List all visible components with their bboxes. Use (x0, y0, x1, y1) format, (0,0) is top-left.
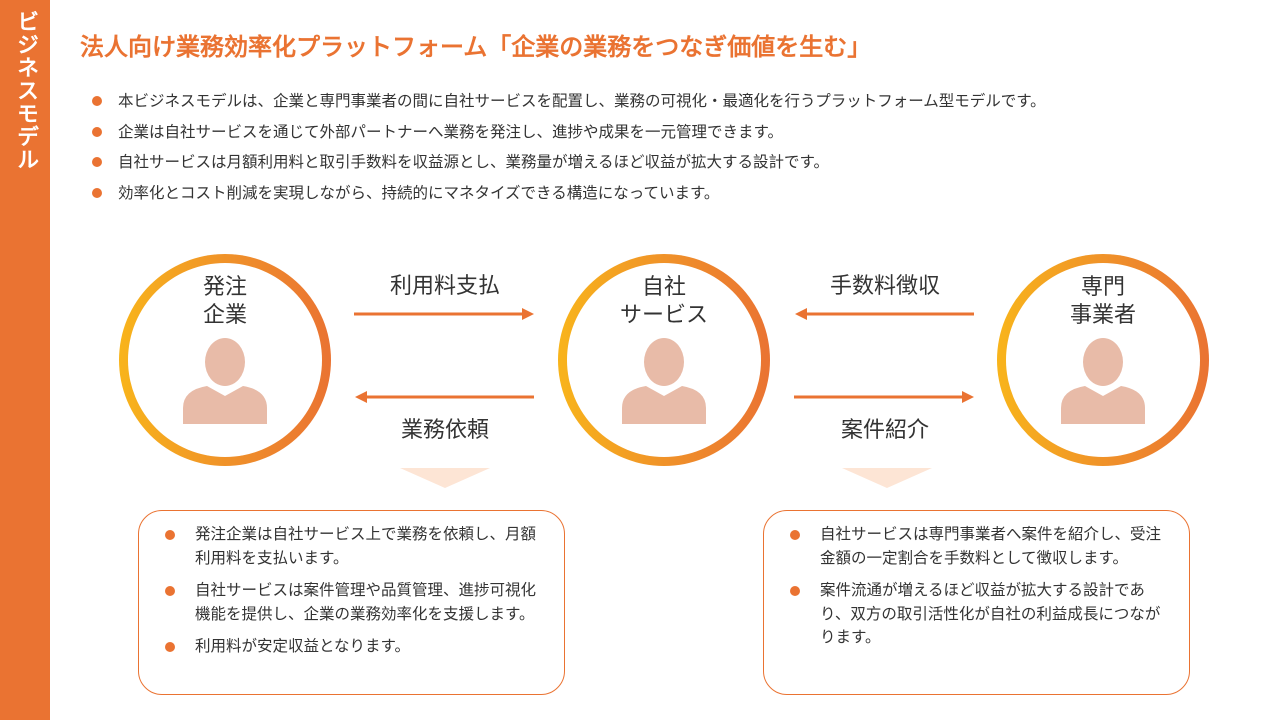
summary-item: 本ビジネスモデルは、企業と専門事業者の間に自社サービスを配置し、業務の可視化・最… (92, 86, 1046, 117)
client-callout: 発注企業は自社サービス上で業務を依頼し、月額利用料を支払います。 自社サービスは… (138, 510, 565, 695)
bullet-dot (790, 586, 800, 596)
callout-item: 案件流通が増えるほど収益が拡大する設計であり、双方の取引活性化が自社の利益成長に… (790, 579, 1170, 650)
callout-text: 自社サービスは専門事業者へ案件を紹介し、受注金額の一定割合を手数料として徴収しま… (820, 525, 1162, 567)
summary-text: 効率化とコスト削減を実現しながら、持続的にマネタイズできる構造になっています。 (118, 183, 720, 202)
summary-list: 本ビジネスモデルは、企業と専門事業者の間に自社サービスを配置し、業務の可視化・最… (92, 86, 1046, 208)
platform-node: 自社 サービス (558, 254, 770, 466)
arrow-left-icon (355, 391, 534, 403)
bullet-dot (790, 530, 800, 540)
arrow-right-icon (794, 391, 974, 403)
referral-label: 案件紹介 (840, 418, 929, 443)
client-label: 発注 企業 (202, 275, 247, 328)
callout-text: 発注企業は自社サービス上で業務を依頼し、月額利用料を支払います。 (195, 525, 537, 567)
bullet-dot (165, 530, 175, 540)
pointer-down-icon (842, 468, 932, 488)
person-icon (183, 338, 267, 424)
bullet-dot (92, 187, 102, 198)
provider-node: 専門 事業者 (997, 254, 1209, 466)
work-request-label: 業務依頼 (400, 418, 489, 443)
callout-item: 自社サービスは専門事業者へ案件を紹介し、受注金額の一定割合を手数料として徴収しま… (790, 523, 1170, 570)
pointer-down-icon (400, 468, 490, 488)
arrow-left-icon (795, 308, 974, 320)
bullet-dot (165, 642, 175, 652)
callout-item: 自社サービスは案件管理や品質管理、進捗可視化機能を提供し、企業の業務効率化を支援… (165, 579, 545, 626)
callout-text: 利用料が安定収益となります。 (195, 637, 410, 655)
callout-text: 自社サービスは案件管理や品質管理、進捗可視化機能を提供し、企業の業務効率化を支援… (195, 581, 537, 623)
person-icon (622, 338, 706, 424)
platform-label: 自社 サービス (619, 275, 708, 328)
arrow-right-icon (354, 308, 534, 320)
callout-item: 利用料が安定収益となります。 (165, 635, 545, 659)
usage-fee-label: 利用料支払 (389, 274, 500, 299)
page-title: 法人向け業務効率化プラットフォーム「企業の業務をつなぎ価値を生む」 (80, 33, 872, 61)
summary-item: 自社サービスは月額利用料と取引手数料を収益源とし、業務量が増えるほど収益が拡大す… (92, 147, 1046, 178)
summary-item: 企業は自社サービスを通じて外部パートナーへ業務を発注し、進捗や成果を一元管理でき… (92, 117, 1046, 148)
summary-text: 企業は自社サービスを通じて外部パートナーへ業務を発注し、進捗や成果を一元管理でき… (118, 122, 783, 141)
summary-item: 効率化とコスト削減を実現しながら、持続的にマネタイズできる構造になっています。 (92, 178, 1046, 209)
callout-text: 案件流通が増えるほど収益が拡大する設計であり、双方の取引活性化が自社の利益成長に… (820, 581, 1161, 646)
side-bar: ビジネスモデル (0, 0, 50, 720)
commission-label: 手数料徴収 (829, 274, 940, 299)
bullet-dot (92, 157, 102, 167)
callout-item: 発注企業は自社サービス上で業務を依頼し、月額利用料を支払います。 (165, 523, 545, 570)
summary-text: 自社サービスは月額利用料と取引手数料を収益源とし、業務量が増えるほど収益が拡大す… (118, 153, 829, 171)
bullet-dot (165, 586, 175, 596)
summary-text: 本ビジネスモデルは、企業と専門事業者の間に自社サービスを配置し、業務の可視化・最… (118, 92, 1046, 110)
bullet-dot (92, 96, 102, 106)
provider-label: 専門 事業者 (1069, 275, 1136, 328)
person-icon (1061, 338, 1145, 424)
section-label: ビジネスモデル (13, 10, 38, 171)
client-node: 発注 企業 (119, 254, 331, 466)
bullet-dot (92, 126, 102, 137)
provider-callout: 自社サービスは専門事業者へ案件を紹介し、受注金額の一定割合を手数料として徴収しま… (763, 510, 1190, 695)
